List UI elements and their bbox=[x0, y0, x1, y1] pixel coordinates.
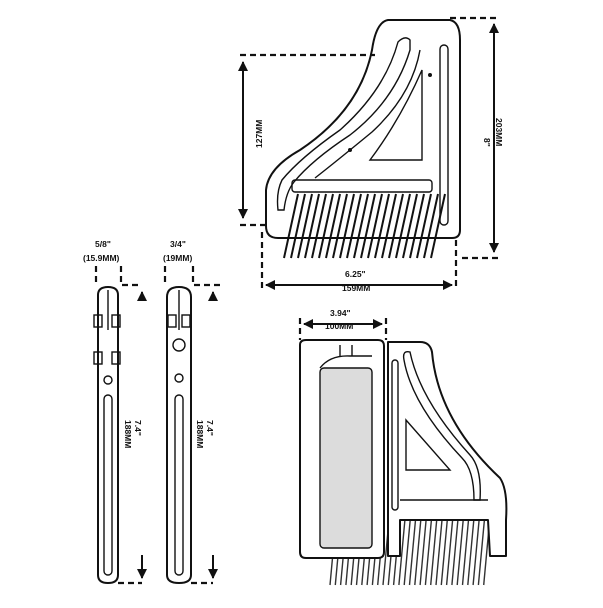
feather-fin-perspective bbox=[419, 519, 427, 586]
wide-slot bbox=[174, 394, 184, 576]
perspective-width-mm-label: 100MM bbox=[325, 321, 353, 331]
feather-fin bbox=[353, 193, 369, 259]
featherboard-main-view bbox=[265, 19, 461, 259]
wide-thickness-mm-label: (19MM) bbox=[163, 253, 192, 263]
feather-fin bbox=[283, 193, 299, 259]
feather-fin bbox=[325, 193, 341, 259]
feather-fin bbox=[346, 193, 362, 259]
left-block-tabs bbox=[339, 345, 353, 356]
feather-fin-perspective bbox=[408, 519, 417, 586]
feather-fin bbox=[416, 193, 432, 259]
narrow-clamp-1 bbox=[93, 314, 103, 328]
base-rail bbox=[291, 179, 433, 193]
edge-view-wide: 3/4" (19MM) 7.4" 188MM bbox=[163, 239, 220, 585]
triangle-cutout bbox=[368, 69, 423, 161]
adjustment-slot-inner bbox=[314, 49, 421, 179]
feather-fin-perspective bbox=[403, 519, 411, 586]
feather-fin-perspective bbox=[414, 519, 422, 586]
narrow-length-inch-label: 7.4" bbox=[133, 420, 143, 436]
feather-fin bbox=[318, 193, 334, 259]
feather-fin bbox=[360, 193, 376, 259]
feather-fin-perspective bbox=[435, 519, 443, 586]
feather-fin bbox=[402, 193, 418, 259]
feather-fin bbox=[367, 193, 383, 259]
narrow-edge-body bbox=[97, 286, 119, 584]
feather-fin-perspective bbox=[398, 519, 406, 586]
feather-fin bbox=[409, 193, 425, 259]
feather-fin bbox=[304, 193, 320, 259]
feathers-main bbox=[283, 193, 446, 259]
wide-clamp-1 bbox=[167, 314, 177, 328]
feather-fin-perspective bbox=[430, 519, 438, 586]
feather-fin bbox=[423, 193, 439, 259]
height-inch-label: 8" bbox=[482, 138, 492, 147]
narrow-slot bbox=[103, 394, 113, 576]
right-vertical-slot bbox=[391, 359, 399, 511]
narrow-clamp-4 bbox=[111, 351, 121, 365]
feather-fin-perspective bbox=[440, 519, 448, 586]
feather-fin-perspective bbox=[461, 519, 470, 586]
feather-fin bbox=[395, 193, 411, 259]
narrow-dim-right bbox=[119, 266, 140, 287]
narrow-thickness-inch-label: 5/8" bbox=[95, 239, 111, 249]
narrow-knob bbox=[103, 375, 113, 385]
wide-length-inch-label: 7.4" bbox=[205, 420, 215, 436]
feather-fin bbox=[374, 193, 390, 259]
narrow-clamp-2 bbox=[111, 314, 121, 328]
height-mm-label: 203MM bbox=[494, 118, 504, 146]
featherboard-body bbox=[265, 19, 461, 239]
left-block-top-edge bbox=[319, 355, 372, 369]
narrow-clamp-3 bbox=[93, 351, 103, 365]
feather-fin bbox=[290, 193, 306, 259]
left-block-face bbox=[319, 367, 373, 549]
feather-fin bbox=[332, 193, 348, 259]
feather-fin bbox=[388, 193, 404, 259]
feather-fin-perspective bbox=[456, 519, 464, 586]
edge-view-narrow: 5/8" (15.9MM) 7.4" 188MM bbox=[83, 239, 147, 585]
wide-clamp-2 bbox=[181, 314, 191, 328]
feather-fin-perspective bbox=[445, 519, 454, 586]
feather-fin-perspective bbox=[472, 519, 480, 586]
feather-fin bbox=[430, 193, 446, 259]
feather-fin-perspective bbox=[451, 519, 459, 586]
wide-length-mm-label: 188MM bbox=[195, 420, 205, 448]
right-featherboard bbox=[387, 341, 508, 557]
perspective-width-inch-label: 3.94" bbox=[330, 308, 351, 318]
feather-fin bbox=[297, 193, 313, 259]
narrow-thickness-mm-label: (15.9MM) bbox=[83, 253, 120, 263]
perspective-view: 3.94" 100MM bbox=[298, 308, 508, 586]
feather-fin-perspective bbox=[467, 519, 475, 586]
adjustment-slot-curved bbox=[276, 37, 411, 211]
height-upper-label: 127MM bbox=[254, 120, 264, 148]
feather-fin-perspective bbox=[424, 519, 433, 586]
width-mm-label: 159MM bbox=[342, 283, 370, 293]
right-slot-curved bbox=[402, 350, 481, 501]
width-inch-label: 6.25" bbox=[345, 269, 366, 279]
right-triangle-cutout bbox=[405, 418, 452, 471]
feather-fin bbox=[381, 193, 397, 259]
narrow-length-mm-label: 188MM bbox=[123, 420, 133, 448]
wide-thickness-inch-label: 3/4" bbox=[170, 239, 186, 249]
mount-hole-2 bbox=[348, 148, 352, 152]
wide-edge-body bbox=[166, 286, 192, 584]
adjustment-slot-vertical bbox=[439, 44, 449, 226]
wide-knob-lower bbox=[174, 373, 184, 383]
wide-knob bbox=[172, 338, 186, 352]
feather-fin bbox=[311, 193, 327, 259]
feather-fin bbox=[339, 193, 355, 259]
wide-dim-right bbox=[191, 266, 220, 287]
feather-fin-perspective bbox=[477, 519, 486, 586]
mount-hole bbox=[428, 73, 432, 77]
